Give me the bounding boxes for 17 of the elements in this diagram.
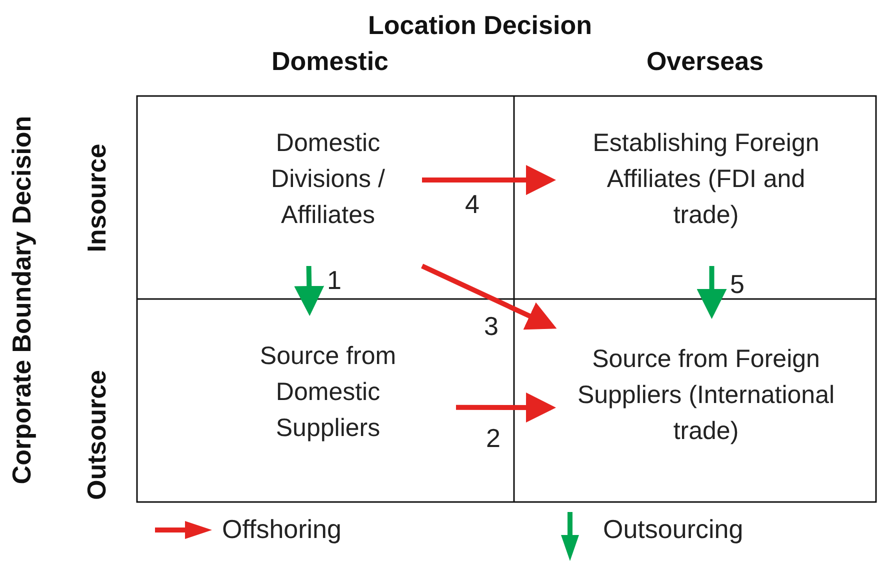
cell-text: Source from Foreign Suppliers (International trade) <box>576 344 836 447</box>
arrow <box>422 165 556 196</box>
legend-text: Offshoring <box>222 514 342 545</box>
legend-text: Outsourcing <box>603 514 744 545</box>
column-heading: Domestic <box>270 46 390 77</box>
cell-text: Domestic Divisions / Affiliates <box>270 128 386 231</box>
title: Location Decision <box>367 10 593 41</box>
arrow <box>696 266 727 319</box>
row-heading: Outsource <box>82 370 112 500</box>
axis-title: Corporate Boundary Decision <box>6 116 38 484</box>
cell-text: Establishing Foreign Affiliates (FDI and trade) <box>592 128 820 231</box>
row-heading: Insource <box>82 144 112 252</box>
cell-text: Source from Domestic Suppliers <box>258 341 398 444</box>
arrow <box>421 264 557 330</box>
arrow <box>456 392 556 423</box>
column-heading: Overseas <box>645 46 765 77</box>
arrow <box>294 266 324 316</box>
